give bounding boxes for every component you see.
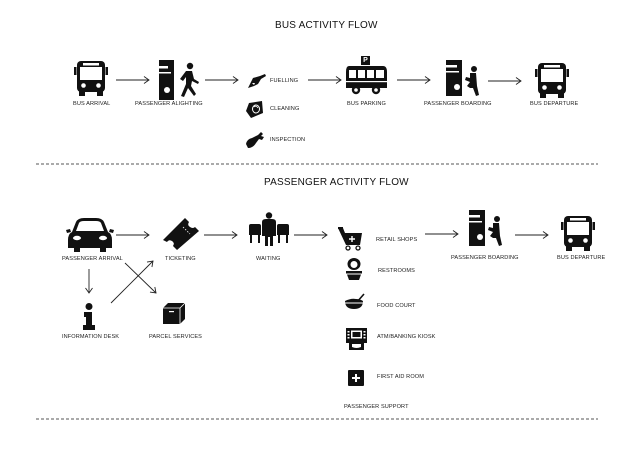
bus-flow-title: BUS ACTIVITY FLOW — [275, 20, 378, 31]
arrow-arrival-to-parcel — [124, 262, 157, 294]
parking-sign-icon: P — [361, 56, 370, 65]
label-passenger-boarding: PASSENGER BOARDING — [424, 101, 492, 107]
passenger-boarding-icon — [446, 60, 479, 96]
label-bus-departure: BUS DEPARTURE — [530, 101, 579, 107]
label-first-aid-room: FIRST AID ROOM — [377, 374, 424, 380]
label-passenger-arrival: PASSENGER ARRIVAL — [62, 256, 123, 262]
label-bus-departure-2: BUS DEPARTURE — [557, 255, 606, 261]
label-food-court: FOOD COURT — [377, 303, 416, 309]
label-passenger-alighting: PASSENGER ALIGHTING — [135, 101, 203, 107]
cleaning-icon — [246, 101, 263, 118]
bus-departure-icon-2 — [561, 216, 595, 251]
label-waiting: WAITING — [256, 256, 281, 262]
bus-front-icon — [74, 61, 108, 96]
arrow-information-to-ticketing — [110, 260, 154, 304]
label-retail-shops: RETAIL SHOPS — [376, 237, 418, 243]
waiting-seats-icon — [249, 212, 289, 246]
label-passenger-support: PASSENGER SUPPORT — [344, 404, 409, 410]
passenger-flow-title: PASSENGER ACTIVITY FLOW — [264, 177, 409, 188]
atm-kiosk-icon — [346, 328, 367, 350]
label-fuelling: FUELLING — [270, 78, 299, 84]
label-passenger-boarding-2: PASSENGER BOARDING — [451, 255, 519, 261]
bus-departure-icon — [535, 63, 569, 98]
label-information-desk: INFORMATION DESK — [62, 334, 120, 340]
car-icon — [66, 218, 114, 252]
label-bus-arrival: BUS ARRIVAL — [73, 101, 111, 107]
food-bowl-icon — [345, 293, 365, 309]
passenger-boarding-icon-2 — [469, 210, 502, 246]
label-parcel-services: PARCEL SERVICES — [149, 334, 203, 340]
fuel-nozzle-icon — [248, 74, 266, 88]
first-aid-icon — [348, 370, 364, 386]
label-bus-parking: BUS PARKING — [347, 101, 386, 107]
label-ticketing: TICKETING — [165, 256, 196, 262]
ticket-icon — [163, 218, 199, 250]
passenger-alighting-icon — [159, 60, 199, 100]
parked-bus-icon — [346, 66, 387, 95]
label-cleaning: CLEANING — [270, 106, 300, 112]
information-icon — [83, 303, 95, 330]
toilet-icon — [346, 258, 362, 280]
label-atm-banking-kiosk: ATM/BANKING KIOSK — [377, 334, 436, 340]
label-inspection: INSPECTION — [270, 137, 306, 143]
shopping-cart-icon — [338, 227, 362, 251]
label-restrooms: RESTROOMS — [378, 268, 415, 274]
parcel-box-icon — [163, 303, 185, 324]
wrench-inspection-icon — [246, 132, 264, 148]
